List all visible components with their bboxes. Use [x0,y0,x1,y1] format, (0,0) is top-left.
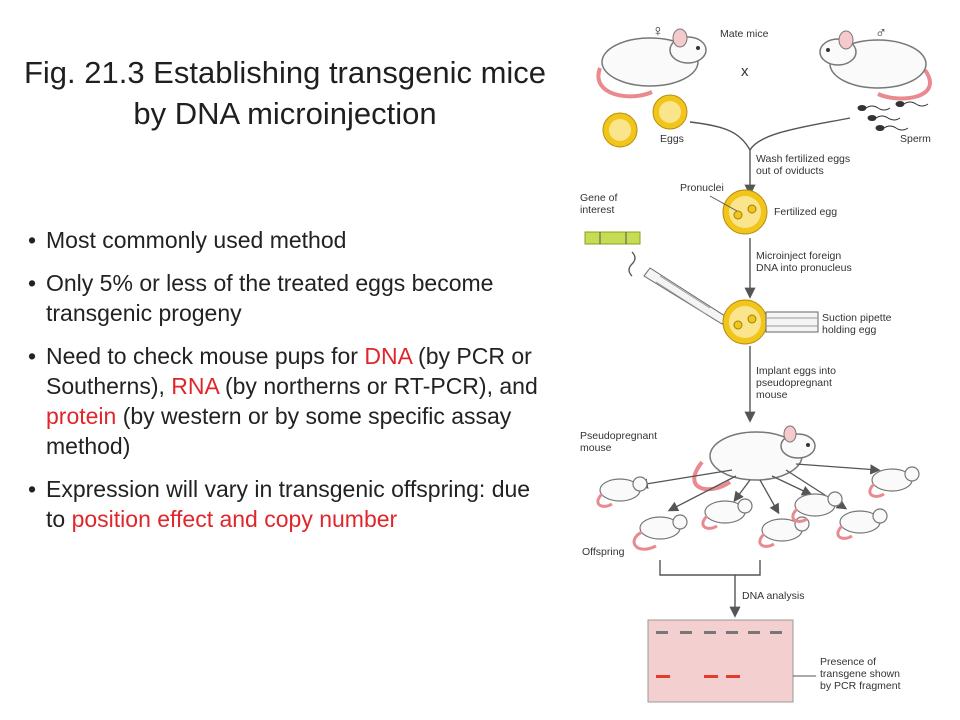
bullet-text-segment: Need to check mouse pups for [46,343,365,369]
bullet-text-segment: (by western or by some specific assay me… [46,403,512,459]
bullet-text: Most commonly used method [46,225,548,255]
bullet-dot: • [28,227,37,253]
offspring-label: Offspring [582,546,625,558]
bullet-text: Expression will vary in transgenic offsp… [46,474,548,534]
offspring-mice [596,466,920,551]
gene-of-interest [584,231,641,245]
microinject-label: Microinject foreign DNA into pronucleus [756,250,852,274]
implant-label: Implant eggs into pseudopregnant mouse [756,365,836,401]
bullet-text-segment: Only 5% or less of the treated eggs beco… [46,270,494,326]
pseudopregnant-label: Pseudopregnant mouse [580,430,658,454]
cross-symbol: x [741,63,749,80]
pcr-gel [647,619,794,703]
mate-mice-label: Mate mice [720,28,769,40]
pseudopregnant-mouse [692,425,816,492]
bullet-text-segment: Expression will vary in transgenic offsp… [46,476,531,532]
bullet-text-segment: (by PCR or Southerns), [46,343,532,399]
bullet-item: • Only 5% or less of the treated eggs bec… [28,268,548,328]
presence-label: Presence of transgene shown by PCR fragm… [820,656,901,692]
injection-needle [643,267,729,325]
bullet-list: • Most commonly used method • Only 5% or le… [28,225,548,547]
fertilized-egg [722,189,768,235]
bullet-text: Need to check mouse pups for DNA (by PCR… [46,341,548,461]
sperm-cells [857,101,929,131]
bullet-item: • Expression will vary in transgenic offs… [28,474,548,534]
highlighted-text: DNA [364,343,412,369]
bullet-item: • Most commonly used method [28,225,548,255]
suction-pipette [765,311,819,333]
bullet-text: Only 5% or less of the treated eggs beco… [46,268,548,328]
highlighted-text: protein [46,403,117,429]
sperm-label: Sperm [900,133,931,145]
wash-label: Wash fertilized eggs out of oviducts [756,153,851,177]
fertilized-egg-label: Fertilized egg [774,206,838,218]
female-symbol: ♀ [652,23,664,40]
male-mouse [819,30,932,101]
suction-pipette-label: Suction pipette holding egg [822,312,892,336]
highlighted-text: RNA [171,373,219,399]
bullet-item: • Need to check mouse pups for DNA (by PC… [28,341,548,461]
pronuclei-label: Pronuclei [680,182,724,194]
figure-drawing [584,28,932,703]
gene-of-interest-label: Gene of interest [580,192,618,216]
bullet-text-segment: (by northerns or RT-PCR), and [218,373,538,399]
egg-cells [602,94,688,148]
male-symbol: ♂ [875,25,887,42]
dna-analysis-label: DNA analysis [742,590,805,602]
bullet-text-segment: Most commonly used method [46,227,347,253]
bullet-dot: • [28,270,37,296]
transgenic-mice-figure: ♀ Mate mice ♂ x Eggs Sperm Wash fertiliz… [560,0,960,720]
highlighted-text: position effect and copy number [71,506,398,532]
bullet-dot: • [28,476,37,502]
female-mouse [596,28,707,99]
slide-title: Fig. 21.3 Establishing transgenic mice b… [23,55,547,131]
eggs-label: Eggs [660,133,684,145]
bullet-dot: • [28,343,37,369]
held-egg [722,299,768,345]
